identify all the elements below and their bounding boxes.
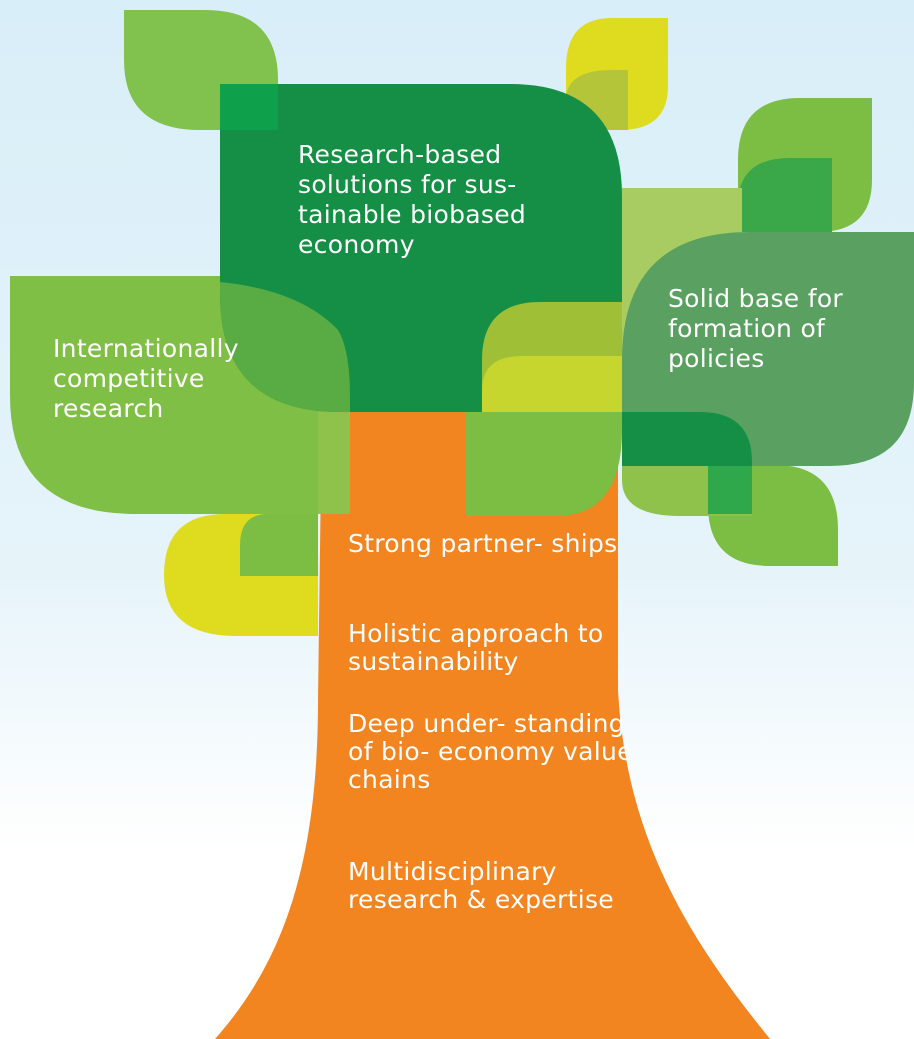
trunk-item-value-chains: Deep under- standing of bio- economy val…: [348, 709, 633, 794]
trunk-item-partnerships: Strong partner- ships: [348, 529, 618, 558]
canopy-corner-accent: [220, 84, 278, 130]
leaf-right-policies: [622, 232, 914, 466]
trunk-item-multidisciplinary: Multidisciplinary research & expertise: [348, 857, 614, 914]
tree-trunk: [215, 400, 770, 1039]
leaf-center-lime-band: [482, 356, 622, 412]
leaf-lower-right-inner: [708, 465, 752, 514]
leaf-center-lower: [466, 412, 622, 516]
canopy-top-label: Research-based solutions for sus- tainab…: [298, 140, 527, 259]
trunk-strengths-list: Strong partner- ships Holistic approach …: [348, 530, 638, 958]
leaf-center-dark-strip: [622, 412, 752, 466]
trunk-item-holistic: Holistic approach to sustainability: [348, 619, 604, 676]
leaf-center-left-strip: [318, 412, 350, 514]
canopy-left-label: Internationally competitive research: [53, 334, 239, 423]
canopy-left-overlap: [220, 282, 350, 412]
leaf-lower-left-inner: [240, 514, 318, 576]
canopy-right-label: Solid base for formation of policies: [668, 284, 843, 373]
leaf-right-upper-inner: [738, 158, 832, 232]
